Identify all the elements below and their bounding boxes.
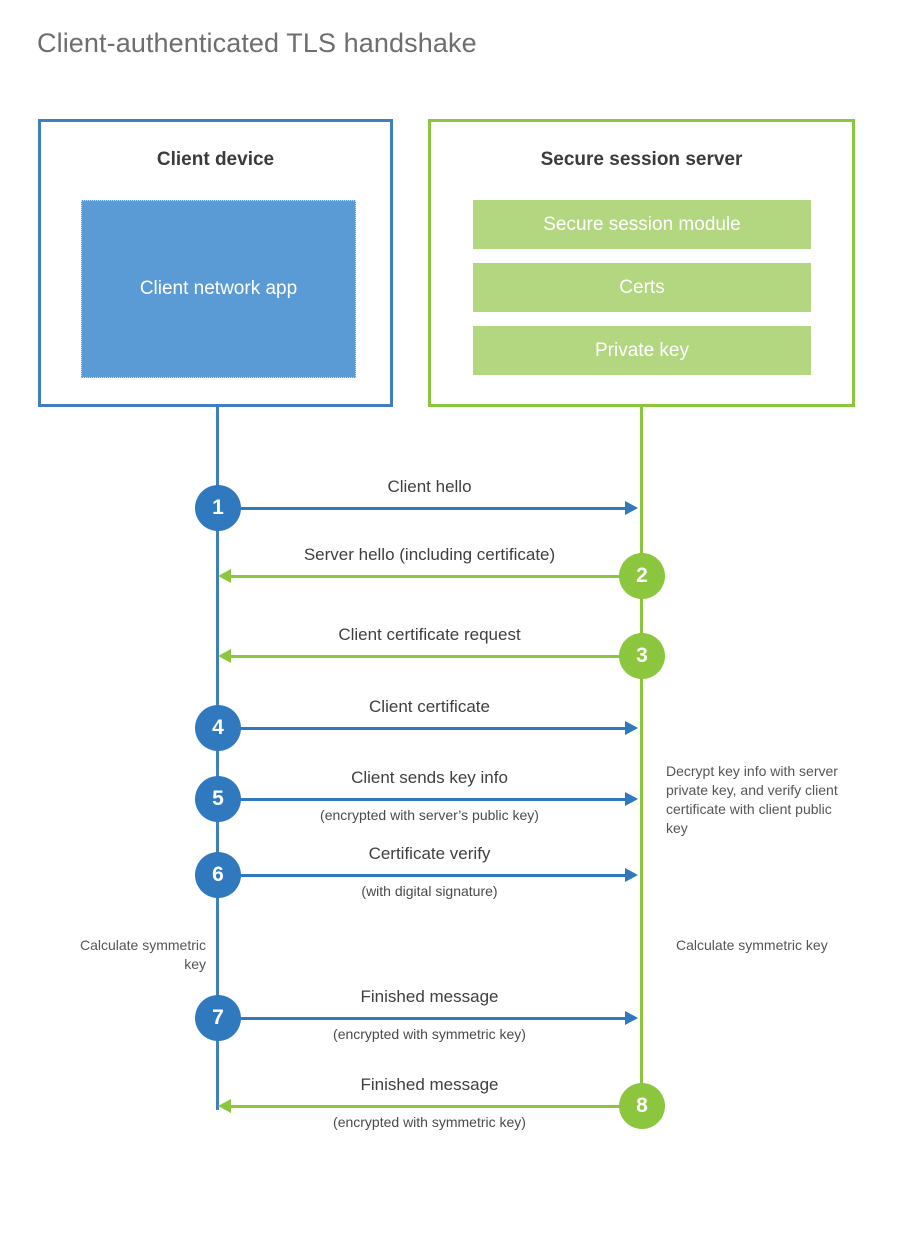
arrow-head-right-icon-4: [625, 721, 638, 735]
step-badge-2: 2: [619, 553, 665, 599]
arrow-shaft-2: [231, 575, 641, 578]
message-sublabel-5: (encrypted with server’s public key): [320, 807, 539, 823]
message-label-4: Client certificate: [369, 697, 490, 716]
server-module-private-key: Private key: [473, 326, 811, 375]
message-sublabel-8: (encrypted with symmetric key): [333, 1114, 526, 1130]
message-sublabel-7: (encrypted with symmetric key): [333, 1026, 526, 1042]
secure-session-server-title: Secure session server: [540, 149, 743, 170]
secure-session-server-box: Secure session server Secure session mod…: [428, 119, 855, 407]
message-label-5: Client sends key info: [351, 768, 508, 787]
client-device-title: Client device: [156, 149, 275, 170]
arrow-shaft-8: [231, 1105, 641, 1108]
arrow-head-right-icon-7: [625, 1011, 638, 1025]
arrow-head-left-icon-8: [218, 1099, 231, 1113]
step-badge-3: 3: [619, 633, 665, 679]
server-lifeline: [640, 404, 643, 1106]
message-sublabel-6: (with digital signature): [361, 883, 498, 899]
client-lifeline: [216, 404, 219, 1110]
arrow-head-left-icon-2: [218, 569, 231, 583]
step-badge-4: 4: [195, 705, 241, 751]
step-badge-6: 6: [195, 852, 241, 898]
message-label-7: Finished message: [360, 987, 499, 1006]
step-badge-5: 5: [195, 776, 241, 822]
message-label-8: Finished message: [360, 1075, 499, 1094]
arrow-shaft-7: [218, 1017, 625, 1020]
arrow-head-right-icon-5: [625, 792, 638, 806]
message-label-2: Server hello (including certificate): [303, 545, 556, 564]
message-label-6: Certificate verify: [368, 844, 491, 863]
server-module-certs: Certs: [473, 263, 811, 312]
arrow-head-right-icon-6: [625, 868, 638, 882]
client-network-app-block: Client network app: [81, 200, 356, 378]
arrow-head-left-icon-3: [218, 649, 231, 663]
arrow-shaft-4: [218, 727, 625, 730]
step-badge-8: 8: [619, 1083, 665, 1129]
message-label-1: Client hello: [387, 477, 472, 496]
step-badge-7: 7: [195, 995, 241, 1041]
arrow-shaft-1: [218, 507, 625, 510]
arrow-shaft-6: [218, 874, 625, 877]
client-calculate-symmetric-key-note: Calculate symmetric key: [79, 937, 206, 972]
arrow-head-right-icon-1: [625, 501, 638, 515]
arrow-shaft-5: [218, 798, 625, 801]
message-label-3: Client certificate request: [338, 625, 521, 644]
server-decrypt-note: Decrypt key info with server private key…: [666, 763, 838, 836]
arrow-shaft-3: [231, 655, 641, 658]
page-title: Client-authenticated TLS handshake: [37, 28, 477, 58]
server-module-secure-session-module: Secure session module: [473, 200, 811, 249]
client-device-box: Client device Client network app: [38, 119, 393, 407]
server-calculate-symmetric-key-note: Calculate symmetric key: [676, 937, 828, 953]
step-badge-1: 1: [195, 485, 241, 531]
